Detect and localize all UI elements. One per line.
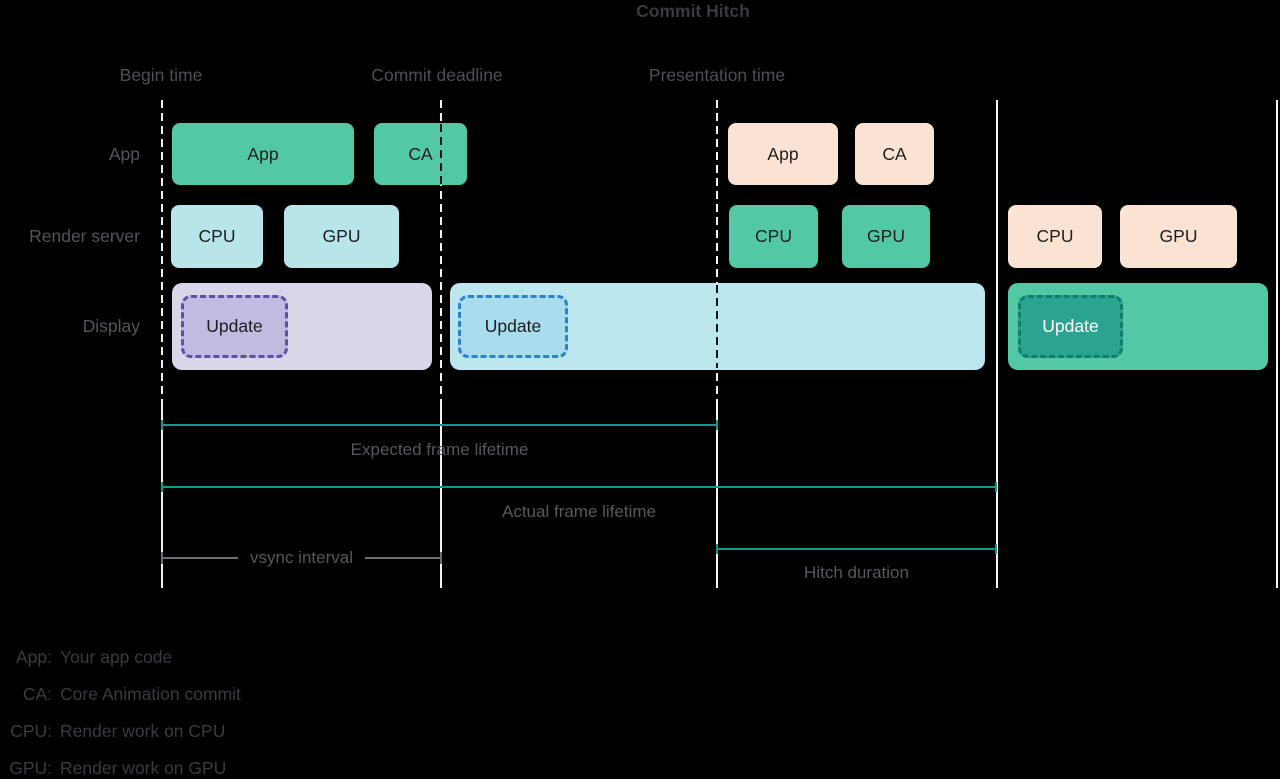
legend-desc-cpu: Render work on CPU: [60, 721, 226, 741]
expected-frame-lifetime-label: Expected frame lifetime: [350, 440, 529, 459]
block-gpu-frame1: GPU: [284, 205, 399, 268]
legend-row-ca: CA: Core Animation commit: [0, 684, 241, 705]
legend-term-app: App:: [16, 647, 52, 667]
actual-frame-lifetime-line: [161, 486, 997, 488]
actual-frame-lifetime-label: Actual frame lifetime: [502, 502, 656, 521]
vline-commit-over-ca-block: [440, 124, 442, 184]
display-frame-lavender: Update: [172, 283, 432, 370]
column-label-presentation-time: Presentation time: [648, 65, 786, 85]
expected-line-left-tick: [161, 420, 163, 430]
vsync-interval-label: vsync interval: [161, 548, 442, 568]
legend-desc-ca: Core Animation commit: [60, 684, 241, 704]
legend-term-ca: CA:: [22, 684, 52, 704]
display-update-teal: Update: [1018, 295, 1123, 358]
vline-begin-dashed: [161, 100, 163, 402]
legend-desc-app: Your app code: [60, 647, 173, 667]
block-cpu-frame2: CPU: [729, 205, 818, 268]
actual-line-right-tick: [995, 482, 997, 492]
block-cpu-frame1: CPU: [171, 205, 263, 268]
legend-row-app: App: Your app code: [0, 647, 172, 668]
block-ca-frame2: CA: [855, 123, 934, 185]
vline-begin-solid: [161, 402, 163, 588]
block-ca-frame1: CA: [374, 123, 467, 185]
column-label-begin-time: Begin time: [119, 65, 203, 85]
vline-commit-dashed: [440, 100, 442, 402]
legend-desc-gpu: Render work on GPU: [60, 758, 227, 778]
row-label-display: Display: [82, 316, 140, 336]
block-app-frame1: App: [172, 123, 354, 185]
hitch-duration-line: [716, 548, 997, 550]
legend-row-gpu: GPU: Render work on GPU: [0, 758, 226, 779]
diagram-title: Commit Hitch: [636, 1, 750, 21]
hitch-line-right-tick: [995, 544, 997, 554]
hitch-duration-label: Hitch duration: [804, 563, 909, 582]
column-label-commit-deadline: Commit deadline: [371, 65, 503, 85]
vline-commit-solid: [440, 402, 442, 588]
vline-presentation-over-display-block: [716, 285, 718, 368]
display-update-blue: Update: [458, 295, 568, 358]
row-label-app: App: [108, 144, 140, 164]
expected-frame-lifetime-line: [161, 424, 718, 426]
vline-presentation-dashed: [716, 100, 718, 402]
legend-term-cpu: CPU:: [10, 721, 52, 741]
vline-presentation-solid: [716, 402, 718, 588]
legend-term-gpu: GPU:: [9, 758, 52, 778]
expected-line-right-tick: [716, 420, 718, 430]
display-frame-green: Update: [1008, 283, 1268, 370]
block-app-frame2: App: [728, 123, 838, 185]
row-label-render-server: Render server: [29, 226, 140, 246]
vline-final-vsync: [1276, 100, 1278, 588]
vsync-line-right-tick: [440, 552, 442, 564]
hitch-line-left-tick: [716, 544, 718, 554]
legend-row-cpu: CPU: Render work on CPU: [0, 721, 225, 742]
actual-line-left-tick: [161, 482, 163, 492]
block-cpu-frame3: CPU: [1008, 205, 1102, 268]
block-gpu-frame3: GPU: [1120, 205, 1237, 268]
display-update-purple: Update: [181, 295, 288, 358]
vsync-line-left-tick: [161, 552, 163, 564]
vline-next-vsync: [996, 100, 998, 588]
block-gpu-frame2: GPU: [842, 205, 930, 268]
